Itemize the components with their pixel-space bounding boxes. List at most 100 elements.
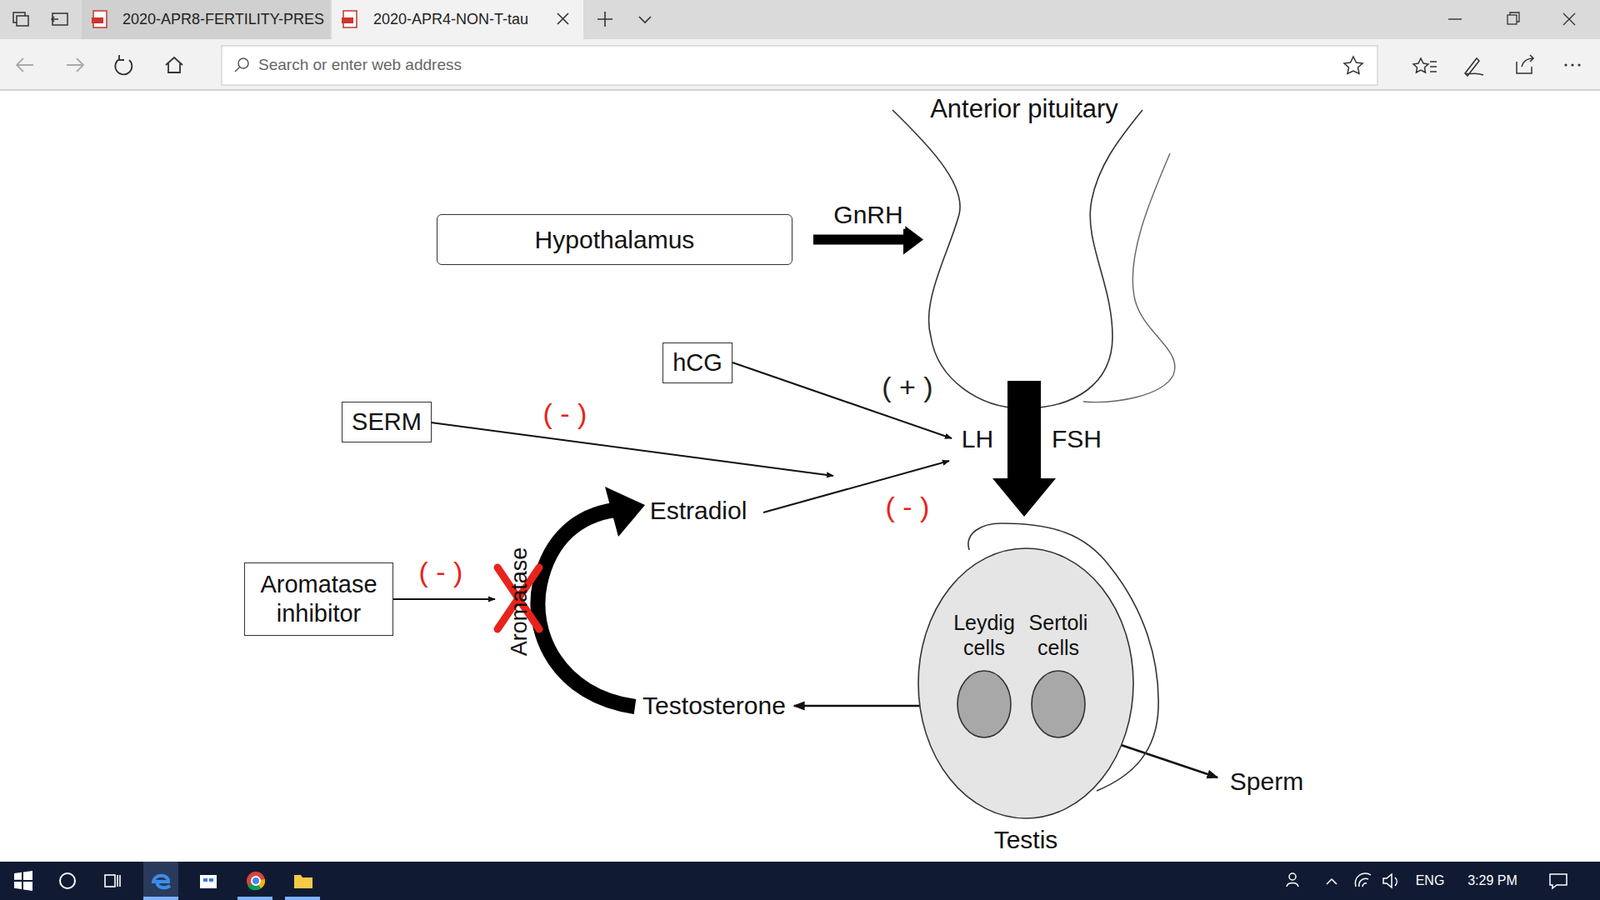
toolbar [0,39,1600,90]
process-box: hCG [662,342,733,384]
tabs-icon [16,15,29,26]
home-icon [165,57,183,73]
node-text: Aromatase inhibitor [245,570,393,629]
close-window-icon [1563,13,1575,25]
thick-arrow [992,380,1056,517]
wifi-icon [1355,873,1371,887]
minimize-icon [1448,18,1462,20]
set-aside-icon [51,16,59,22]
start-icon [14,870,33,891]
hcg-arrow [732,362,952,439]
address-placeholder: Search or enter web address [258,55,462,75]
hormone-label: LH [961,425,994,455]
hormone-label: FSH [1051,425,1102,455]
inhibition-sign: ( - ) [419,555,464,589]
inactive-tab [81,0,330,40]
cell-circle [957,670,1011,738]
tab-bar [0,0,1600,40]
favorites-icon [1413,58,1437,73]
new-tab-icon [597,11,613,27]
hormone-label: Estradiol [650,496,748,526]
pdf-icon [91,17,104,24]
stimulation-sign: ( + ) [881,370,933,404]
language-indicator: ENG [1415,873,1445,889]
tray-icon [1326,879,1337,885]
pdf-icon [341,17,354,24]
node-text: Leydig cells [945,610,1023,660]
store-icon [203,878,208,882]
thick-arrow [813,225,924,255]
inhibition-sign: ( - ) [543,397,588,430]
close-tab-icon [557,13,569,25]
store-icon [200,875,217,889]
store-icon [209,878,214,882]
edge-label: GnRH [830,200,905,230]
search-icon [235,66,240,72]
inhibitor-arrow [387,598,495,600]
task-view-icon [105,875,115,887]
node-text: Sertoli cells [1020,610,1097,660]
more-icon [1564,63,1567,66]
node-text: hCG [669,348,726,378]
folder-icon [294,875,313,889]
testis-outline [918,516,1134,859]
chrome-icon [246,871,265,890]
aromatase-arrowhead [605,486,645,537]
testis-body [918,548,1134,819]
product-label: Sperm [1230,767,1304,797]
tab-title: 2020-APR4-NON-T-tau [373,10,529,29]
pituitary-region: Anterior pituitary [923,100,1125,381]
task-view-icon [117,875,120,887]
search-taskbar-icon [60,873,75,889]
node-text: SERM [348,407,425,437]
active-app-indicator [285,896,320,900]
edge-group [992,380,1056,517]
chrome-icon [251,876,260,885]
serm-arrow [430,422,834,476]
people-icon [1289,873,1296,880]
active-app-indicator [237,896,273,900]
toolbar-divider [0,89,1600,91]
restore-icon [1507,15,1517,25]
active-app-highlight [143,861,179,900]
posterior-pituitary-outline [1083,153,1175,403]
share-icon [1516,55,1534,74]
testis-organ: Testis Leydig cellsSertoli cells [918,516,1134,859]
taskbar [0,861,1600,900]
pituitary-outline [892,110,1143,409]
volume-icon [1383,874,1397,888]
tab-menu-icon [639,16,651,23]
notes-icon [1465,58,1484,76]
cell-node: Sertoli cells [1023,616,1094,759]
people-icon [1286,883,1299,888]
notification-icon [1550,874,1567,889]
refresh-icon [115,59,132,75]
process-box: Hypothalamus [436,214,793,265]
clock: 3:29 PM [1467,873,1518,889]
cell-circle [1031,670,1085,738]
forward-icon [66,58,84,72]
hormone-label: Testosterone [642,691,786,721]
restore-icon [1510,12,1520,22]
address-bar [221,45,1378,85]
set-aside-icon [52,13,68,25]
edge-icon [153,875,170,889]
process-box: Aromatase inhibitor [244,562,394,636]
node-text: Hypothalamus [531,225,699,255]
refresh-icon [119,55,125,60]
inhibition-sign: ( - ) [885,490,930,524]
edge-group [813,225,924,255]
back-icon [16,58,34,72]
more-icon [1577,63,1580,66]
node-text: Anterior pituitary [923,93,1125,125]
aromatase-conversion-arrow [537,510,635,707]
cell-node: Leydig cells [949,616,1020,759]
favorite-icon [1344,56,1363,75]
process-box: SERM [341,401,432,443]
node-text: Testis [918,825,1134,855]
tab-title: 2020-APR8-FERTILITY-PRES [122,10,325,29]
